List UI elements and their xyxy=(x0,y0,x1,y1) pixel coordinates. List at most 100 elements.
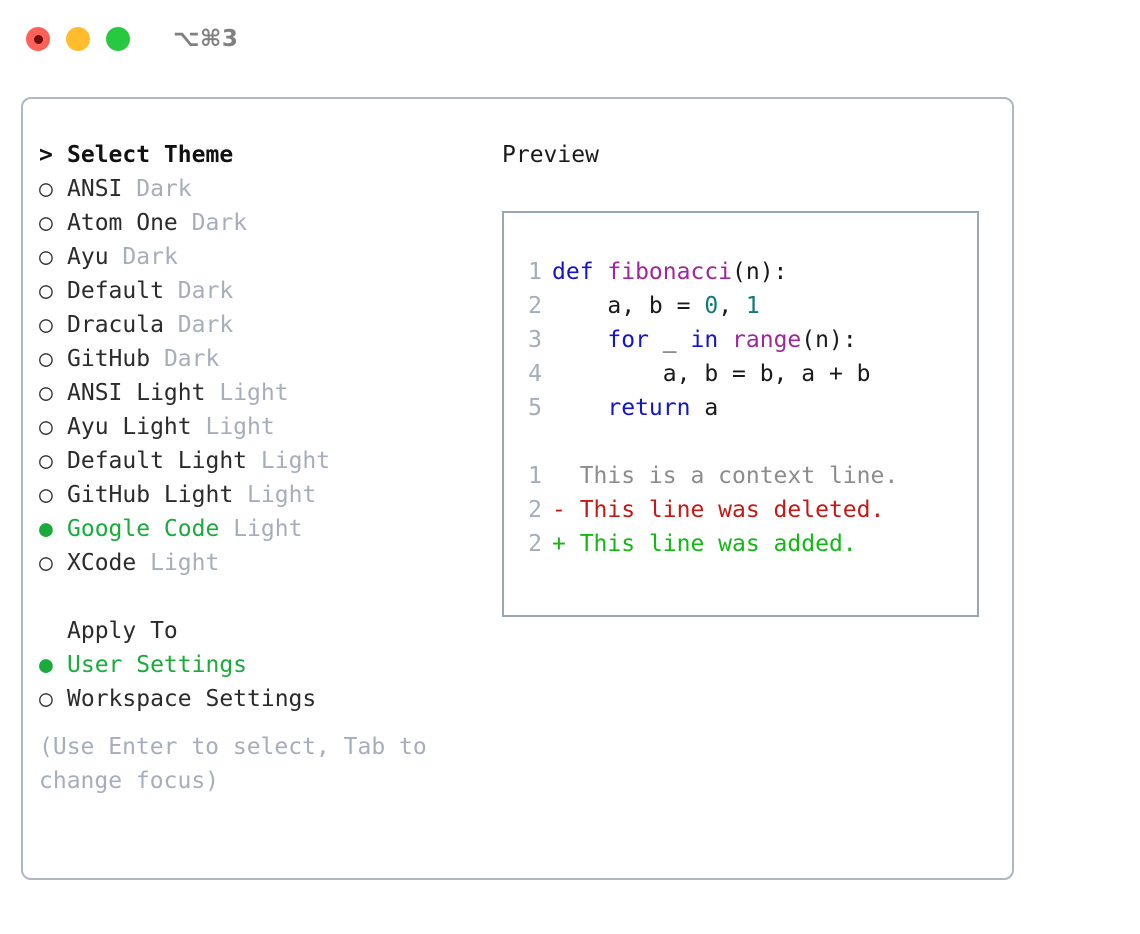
theme-label-gap xyxy=(247,444,261,478)
radio-selected-icon[interactable]: ● xyxy=(39,652,53,678)
code-token-plain: (n): xyxy=(732,259,788,285)
code-line: 3 for _ in range(n): xyxy=(504,323,977,357)
theme-name-label: XCode xyxy=(67,550,137,576)
code-token-num: 0 xyxy=(704,293,719,319)
radio-unselected-icon[interactable]: ○ xyxy=(39,380,53,406)
theme-option-row[interactable]: ○ Ayu Light Light xyxy=(39,410,489,444)
theme-kind-badge: Light xyxy=(247,482,317,508)
code-token-plain xyxy=(552,327,607,353)
code-line-text: return a xyxy=(552,391,718,425)
preview-title: Preview xyxy=(502,142,599,168)
theme-name-label: GitHub xyxy=(67,346,151,372)
code-line-number: 4 xyxy=(528,361,542,387)
theme-name-label: Ayu xyxy=(67,244,109,270)
code-line-text: def fibonacci(n): xyxy=(552,255,787,289)
code-line-number: 2 xyxy=(528,293,542,319)
radio-unselected-icon[interactable]: ○ xyxy=(39,482,53,508)
theme-option-row[interactable]: ○ Ayu Dark xyxy=(39,240,489,274)
apply-to-heading: Apply To xyxy=(39,614,489,648)
diff-line-text-del: - This line was deleted. xyxy=(552,497,885,523)
keyboard-hint-text: (Use Enter to select, Tab to change focu… xyxy=(39,734,441,794)
code-line: 4 a, b = b, a + b xyxy=(504,357,977,391)
theme-option-row[interactable]: ○XCode Light xyxy=(39,546,489,580)
minimize-button[interactable] xyxy=(66,27,90,51)
theme-label-gap xyxy=(233,478,247,512)
theme-option-row[interactable]: ○ ANSI Dark xyxy=(39,172,489,206)
theme-kind-badge: Dark xyxy=(136,176,192,202)
diff-line-number: 1 xyxy=(528,463,542,489)
diff-line: 1 This is a context line. xyxy=(504,459,977,493)
radio-unselected-icon[interactable]: ○ xyxy=(39,244,53,270)
theme-name-label: Ayu Light xyxy=(67,414,192,440)
code-line-number: 5 xyxy=(528,395,542,421)
radio-unselected-icon[interactable]: ○ xyxy=(39,346,53,372)
theme-name-label: ANSI xyxy=(67,176,123,202)
prompt-caret-icon: > xyxy=(39,142,53,168)
theme-option-row[interactable]: ○ANSI Light Light xyxy=(39,376,489,410)
code-token-plain: a, b = b, a + b xyxy=(552,361,871,387)
theme-label-gap xyxy=(150,342,164,376)
theme-option-row[interactable]: ○Atom One Dark xyxy=(39,206,489,240)
theme-label-gap xyxy=(164,274,178,308)
theme-kind-badge: Light xyxy=(260,448,331,474)
code-line: 5 return a xyxy=(504,391,977,425)
theme-option-row[interactable]: ○Dracula Dark xyxy=(39,308,489,342)
diff-line-number: 2 xyxy=(528,531,542,557)
theme-label-gap xyxy=(122,172,136,206)
theme-label-gap xyxy=(178,206,192,240)
radio-unselected-icon[interactable]: ○ xyxy=(39,550,53,576)
apply-to-option-label: Workspace Settings xyxy=(67,686,317,712)
apply-to-option-row[interactable]: ○ Workspace Settings xyxy=(39,682,489,716)
code-token-plain: a xyxy=(690,395,719,421)
theme-name-label: Default Light xyxy=(67,448,248,474)
theme-kind-badge: Light xyxy=(205,414,275,440)
code-token-plain: , xyxy=(718,293,746,319)
code-token-plain xyxy=(718,327,732,353)
theme-name-label: Default xyxy=(67,278,164,304)
theme-kind-badge: Light xyxy=(233,516,303,542)
theme-kind-badge: Light xyxy=(219,380,289,406)
code-token-plain xyxy=(552,395,607,421)
title-bar: ⌥⌘3 xyxy=(0,0,1140,78)
theme-option-row[interactable]: ○ Default Light Light xyxy=(39,444,489,478)
radio-unselected-icon[interactable]: ○ xyxy=(39,278,53,304)
theme-option-row[interactable]: ●Google Code Light xyxy=(39,512,489,546)
theme-option-row[interactable]: ○ GitHub Dark xyxy=(39,342,489,376)
code-line-number: 1 xyxy=(528,259,542,285)
theme-kind-badge: Dark xyxy=(163,346,220,372)
diff-line-number: 2 xyxy=(528,497,542,523)
code-line-text: a, b = 0, 1 xyxy=(552,289,760,323)
theme-option-row[interactable]: ○GitHub Light Light xyxy=(39,478,489,512)
keyboard-shortcut-label: ⌥⌘3 xyxy=(173,26,239,52)
theme-kind-badge: Dark xyxy=(177,312,234,338)
code-token-num: 1 xyxy=(745,293,760,319)
code-token-plain: (n): xyxy=(801,327,857,353)
code-token-kw: def xyxy=(552,259,608,285)
radio-selected-icon[interactable]: ● xyxy=(39,516,53,542)
radio-unselected-icon[interactable]: ○ xyxy=(39,312,53,338)
diff-line: 2+ This line was added. xyxy=(504,527,977,561)
apply-to-options-list: ● User Settings ○ Workspace Settings xyxy=(39,648,489,716)
code-line-text: for _ in range(n): xyxy=(552,323,857,357)
radio-unselected-icon[interactable]: ○ xyxy=(39,210,53,236)
radio-unselected-icon[interactable]: ○ xyxy=(39,448,53,474)
theme-name-label: Atom One xyxy=(67,210,178,236)
code-token-fn: range xyxy=(732,327,802,353)
maximize-button[interactable] xyxy=(106,27,130,51)
radio-unselected-icon[interactable]: ○ xyxy=(39,686,53,712)
code-line: 2 a, b = 0, 1 xyxy=(504,289,977,323)
radio-unselected-icon[interactable]: ○ xyxy=(39,414,53,440)
list-spacer xyxy=(39,580,489,614)
diff-line: 2 - This line was deleted. xyxy=(504,493,977,527)
code-line-text: a, b = b, a + b xyxy=(552,357,871,391)
apply-to-option-label: User Settings xyxy=(67,652,248,678)
theme-label-gap xyxy=(192,410,206,444)
apply-to-option-row[interactable]: ● User Settings xyxy=(39,648,489,682)
theme-option-row[interactable]: ○Default Dark xyxy=(39,274,489,308)
close-button[interactable] xyxy=(26,27,50,51)
theme-kind-badge: Dark xyxy=(122,244,178,270)
radio-unselected-icon[interactable]: ○ xyxy=(39,176,53,202)
